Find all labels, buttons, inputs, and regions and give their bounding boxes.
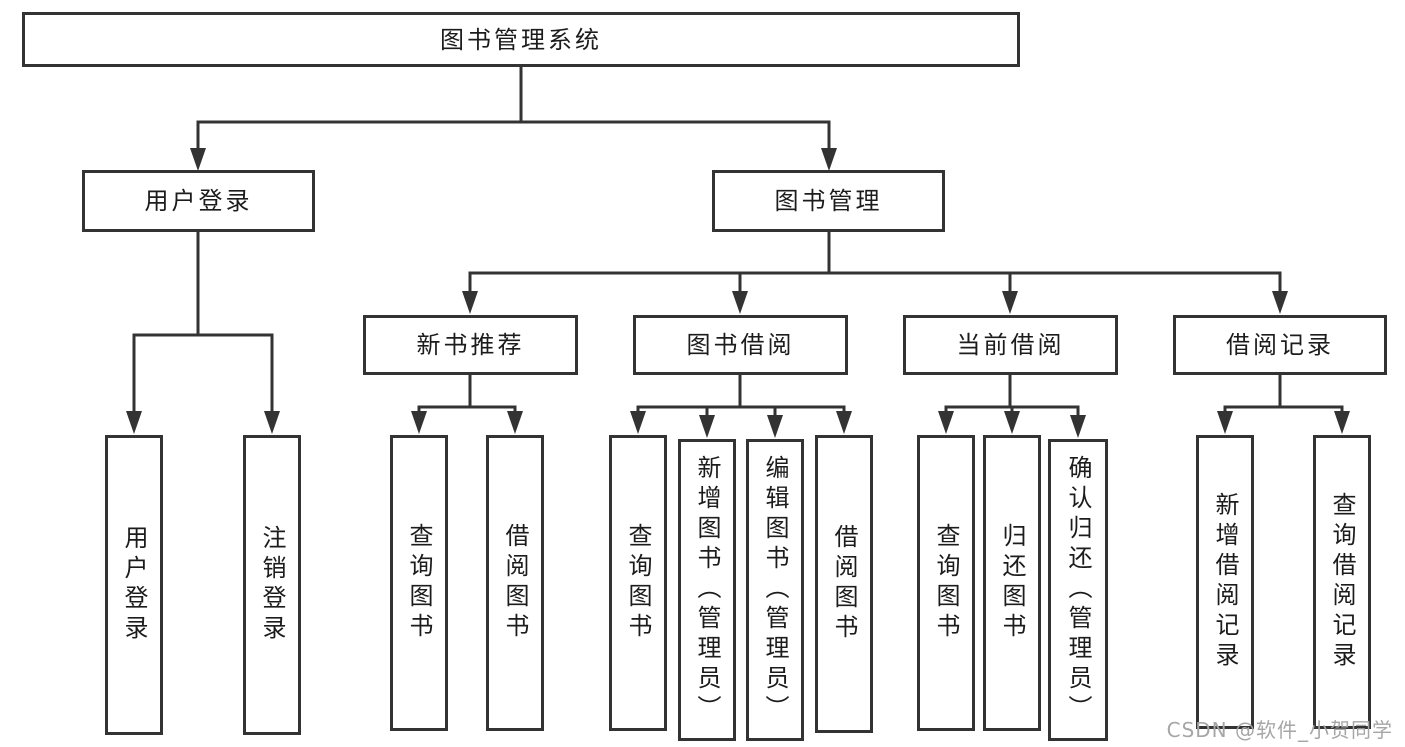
arrow-down-icon xyxy=(938,411,954,434)
arrow-down-icon xyxy=(630,411,646,434)
node-logout: 注销登录 xyxy=(243,435,301,735)
arrow-down-icon xyxy=(836,411,852,434)
node-return-books: 归还图书 xyxy=(983,435,1041,731)
arrow-down-icon xyxy=(1272,291,1288,314)
node-label: 新增图书（管理员） xyxy=(693,455,721,725)
node-label: 新书推荐 xyxy=(416,331,525,359)
arrow-down-icon xyxy=(1070,415,1086,438)
node-label: 图书管理系统 xyxy=(440,25,602,54)
node-label: 图书借阅 xyxy=(686,331,795,359)
node-edit-books-admin: 编辑图书（管理员） xyxy=(746,439,804,741)
arrow-down-icon xyxy=(767,415,783,438)
node-label: 查询图书 xyxy=(405,523,433,643)
node-label: 编辑图书（管理员） xyxy=(761,455,789,725)
node-label: 确认归还（管理员） xyxy=(1064,455,1092,725)
arrow-down-icon xyxy=(1334,411,1350,434)
node-label: 注销登录 xyxy=(258,525,286,645)
node-borrowing-records: 借阅记录 xyxy=(1173,315,1387,375)
node-borrow-books-borrowing: 借阅图书 xyxy=(815,435,873,733)
arrow-down-icon xyxy=(1217,411,1233,434)
node-query-books-borrowing: 查询图书 xyxy=(609,435,667,731)
node-label: 借阅图书 xyxy=(830,524,858,644)
arrow-down-icon xyxy=(507,411,523,434)
node-add-books-admin: 新增图书（管理员） xyxy=(678,439,736,741)
arrow-down-icon xyxy=(699,415,715,438)
node-book-borrowing: 图书借阅 xyxy=(633,315,848,375)
node-label: 借阅记录 xyxy=(1226,331,1334,359)
node-confirm-return-admin: 确认归还（管理员） xyxy=(1048,439,1108,741)
arrow-down-icon xyxy=(462,291,478,314)
node-label: 图书管理 xyxy=(774,187,883,215)
arrow-down-icon xyxy=(411,411,427,434)
arrow-down-icon xyxy=(126,411,142,434)
node-label: 当前借阅 xyxy=(956,331,1065,359)
node-label: 用户登录 xyxy=(144,187,253,215)
arrow-down-icon xyxy=(264,411,280,434)
node-query-borrow-record: 查询借阅记录 xyxy=(1313,435,1371,729)
arrowheads xyxy=(126,148,1350,438)
node-current-borrowing: 当前借阅 xyxy=(903,315,1118,375)
node-label: 查询图书 xyxy=(932,523,960,643)
arrow-down-icon xyxy=(732,291,748,314)
node-book-management: 图书管理 xyxy=(712,170,945,232)
node-user-login-leaf: 用户登录 xyxy=(105,435,163,735)
node-query-books-recommend: 查询图书 xyxy=(390,435,448,731)
node-label: 查询借阅记录 xyxy=(1328,492,1356,672)
arrow-down-icon xyxy=(1002,291,1018,314)
arrow-down-icon xyxy=(821,148,837,171)
node-label: 归还图书 xyxy=(998,523,1026,643)
node-label: 新增借阅记录 xyxy=(1211,492,1239,672)
node-label: 借阅图书 xyxy=(501,523,529,643)
arrow-down-icon xyxy=(1004,411,1020,434)
node-library-management-system: 图书管理系统 xyxy=(22,12,1020,67)
node-new-book-recommendation: 新书推荐 xyxy=(363,315,578,375)
csdn-watermark: CSDN @软件_小贺同学 xyxy=(1166,718,1393,742)
node-borrow-books-recommend: 借阅图书 xyxy=(486,435,544,731)
node-label: 用户登录 xyxy=(120,525,148,645)
node-query-books-current: 查询图书 xyxy=(917,435,975,731)
node-add-borrow-record: 新增借阅记录 xyxy=(1196,435,1254,729)
node-label: 查询图书 xyxy=(624,523,652,643)
node-user-login: 用户登录 xyxy=(82,170,315,232)
arrow-down-icon xyxy=(190,148,206,171)
